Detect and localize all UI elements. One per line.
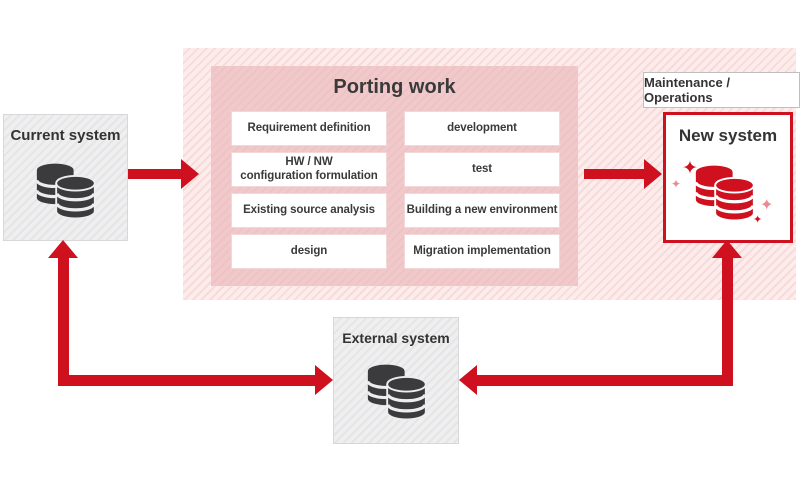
porting-task-list: Requirement definition HW / NW configura…: [231, 111, 560, 269]
database-icon: [695, 165, 755, 222]
external-system-node: External system: [333, 317, 459, 444]
sparkle-icon: ✦: [753, 214, 763, 226]
maintenance-operations-badge: Maintenance / Operations: [643, 72, 800, 108]
arrow-current-to-porting-head: [181, 159, 199, 189]
connector-external-new-head-left: [459, 365, 477, 395]
current-system-node: Current system: [3, 114, 128, 241]
connector-external-new-head-up: [712, 240, 742, 258]
arrow-porting-to-new-head: [644, 159, 662, 189]
arrow-porting-to-new-shaft: [584, 169, 646, 179]
porting-task: design: [231, 234, 387, 269]
external-system-label: External system: [342, 330, 450, 346]
connector-current-external-head-up: [48, 240, 78, 258]
database-icon: [36, 163, 96, 220]
sparkle-icon: ✦: [760, 197, 774, 214]
porting-task: HW / NW configuration formulation: [231, 152, 387, 187]
arrow-current-to-porting-shaft: [128, 169, 183, 179]
connector-external-new-horizontal: [475, 375, 733, 386]
database-icon: [367, 364, 427, 421]
new-system-node: New system ✦ ✦ ✦ ✦: [663, 112, 793, 243]
connector-external-new-vertical: [722, 256, 733, 386]
porting-task: Migration implementation: [404, 234, 560, 269]
new-system-label: New system: [678, 126, 778, 145]
porting-task: Building a new environment: [404, 193, 560, 228]
current-system-label: Current system: [10, 127, 121, 144]
connector-current-external-vertical: [58, 256, 69, 386]
connector-current-external-horizontal: [58, 375, 318, 386]
connector-current-external-head-right: [315, 365, 333, 395]
porting-task: Existing source analysis: [231, 193, 387, 228]
porting-task: development: [404, 111, 560, 146]
porting-task: Requirement definition: [231, 111, 387, 146]
porting-work-title: Porting work: [333, 76, 456, 98]
sparkle-icon: ✦: [682, 158, 698, 179]
porting-task: test: [404, 152, 560, 187]
sparkle-icon: ✦: [671, 177, 682, 191]
